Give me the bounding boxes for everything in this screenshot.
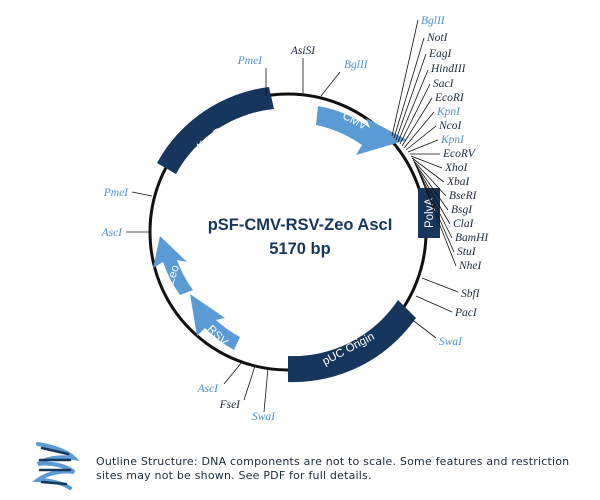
site-tick-pmei-left: [131, 191, 153, 197]
feature-zeo: [153, 236, 193, 295]
site-xbai: XbaI: [446, 176, 471, 188]
site-tick-paci: [415, 295, 453, 313]
site-pmei-left: PmeI: [103, 187, 129, 199]
site-eagi: EagI: [428, 48, 453, 60]
site-saci: SacI: [433, 78, 455, 90]
site-tick-bglii-top: [320, 71, 341, 97]
site-paci: PacI: [454, 307, 478, 319]
feature-zeo-label: Zeo: [164, 264, 182, 287]
site-ecorv: EcoRV: [442, 148, 477, 160]
site-bseri: BseRI: [449, 190, 478, 202]
site-tick-fsei: [243, 365, 256, 401]
site-bsgi: BsgI: [451, 204, 473, 216]
site-swai-right: SwaI: [439, 336, 463, 348]
site-swai-bottom: SwaI: [252, 411, 276, 423]
feature-kanr: [157, 87, 274, 174]
site-bglii-right: BglII: [421, 15, 446, 27]
dna-helix-icon: [31, 442, 80, 490]
site-tick-swai-bottom: [263, 367, 269, 413]
site-bamhi: BamHI: [455, 232, 489, 244]
site-tick-swai-right: [409, 317, 437, 339]
site-xhoi: XhoI: [444, 162, 469, 174]
feature-rsv: [190, 294, 240, 350]
site-pmei-top: PmeI: [237, 55, 263, 67]
feature-cmv: [316, 106, 407, 155]
site-ecori: EcoRI: [434, 92, 465, 104]
site-nhei: NheI: [458, 260, 483, 272]
feature-puc-origin: [288, 300, 416, 383]
site-sbfi: SbfI: [461, 288, 481, 300]
plasmid-name: pSF-CMV-RSV-Zeo AscI: [208, 216, 393, 234]
site-tick-sbfi: [421, 277, 459, 293]
site-ncoi: NcoI: [438, 120, 463, 132]
site-fsei: FseI: [219, 399, 242, 411]
site-kpni-1: KpnI: [436, 106, 461, 118]
site-asci-left: AscI: [101, 227, 124, 239]
site-tick-asci-bottom: [223, 361, 243, 385]
site-hindiii: HindIII: [430, 63, 467, 75]
site-asisi: AsiSI: [290, 45, 316, 57]
plasmid-size: 5170 bp: [269, 240, 330, 258]
right-cluster-lines: [391, 19, 457, 267]
site-asci-bottom: AscI: [197, 383, 220, 395]
site-kpni-2: KpnI: [440, 134, 465, 146]
site-bglii-top: BglII: [344, 59, 369, 71]
feature-polya: [418, 188, 440, 238]
site-noti: NotI: [426, 32, 449, 44]
site-clai: ClaI: [453, 218, 475, 230]
footer-disclaimer: Outline Structure: DNA components are no…: [96, 455, 570, 482]
site-stui: StuI: [457, 246, 477, 258]
